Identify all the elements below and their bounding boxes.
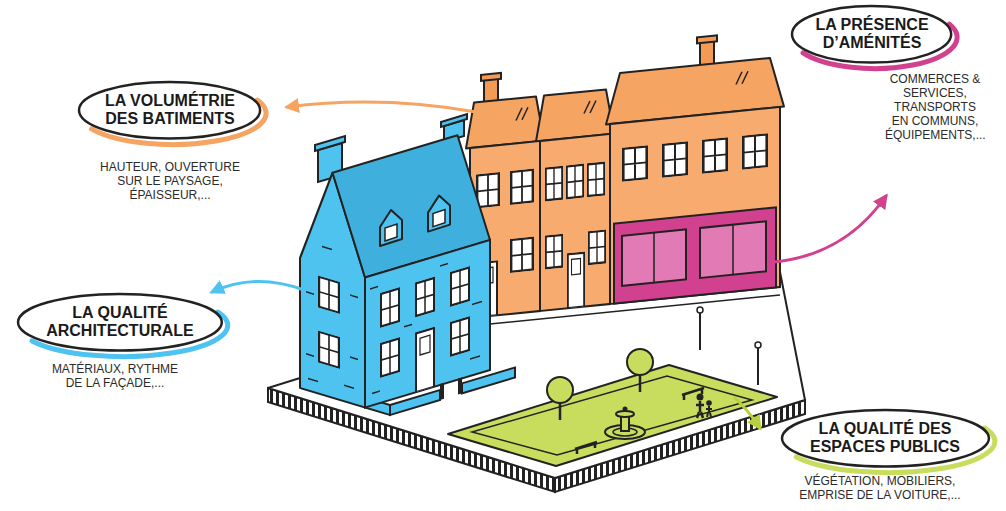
dormer-window (433, 210, 445, 227)
leader-arrow (774, 196, 886, 262)
gate-post (440, 383, 444, 400)
window (567, 165, 583, 198)
bench (682, 388, 704, 400)
fountain-bowl (616, 411, 634, 417)
child-body (706, 406, 712, 417)
window (623, 146, 646, 180)
callout-heading: LA PRÉSENCE D’AMÉNITÉS (804, 16, 939, 52)
tree-crown (627, 349, 653, 375)
callout-heading: LA QUALITÉ ARCHITECTURALE (35, 304, 205, 340)
callout-bubble: LA QUALITÉ ARCHITECTURALEMATÉRIAUX, RYTH… (16, 292, 224, 353)
callout-description: VÉGÉTATION, MOBILIERS, EMPRISE DE LA VOI… (783, 474, 978, 502)
shop-divider (654, 225, 733, 283)
chimney-cap (481, 73, 501, 81)
facade (610, 107, 780, 304)
house-front-wall (365, 233, 515, 423)
window (381, 288, 399, 326)
callout-description: MATÉRIAUX, RYTHME DE LA FAÇADE,... (50, 362, 180, 390)
callout-bubble: LA PRÉSENCE D’AMÉNITÉSCOMMERCES & SERVIC… (790, 4, 953, 65)
dormer (428, 196, 450, 232)
window (546, 167, 562, 200)
door (416, 328, 434, 392)
window (663, 142, 686, 176)
lamp-post (757, 348, 759, 385)
dormer-window (385, 224, 397, 241)
chimney-cap (697, 35, 717, 43)
callout-description: HAUTEUR, OUVERTURE SUR LE PAYSAGE, ÉPAIS… (98, 160, 243, 202)
roof (536, 89, 614, 142)
stone-marks (370, 253, 482, 394)
leader-arrow (735, 398, 760, 428)
lamp-post (699, 313, 701, 350)
terrace-houses (466, 29, 784, 319)
window (416, 278, 434, 316)
bench (575, 442, 597, 454)
person-head (697, 394, 704, 401)
sidewalk-edge (490, 295, 780, 324)
bubble-ellipse (782, 410, 989, 467)
callout-heading: LA VOLUMÉTRIE DES BATIMENTS (92, 92, 247, 128)
window (511, 238, 533, 272)
window (451, 267, 469, 305)
lamp (697, 307, 703, 313)
window (319, 332, 339, 368)
window (511, 170, 533, 204)
leader-arrow (212, 281, 304, 292)
stone-marks (306, 242, 358, 394)
tree-crown (547, 377, 573, 403)
window (546, 235, 562, 268)
window (703, 138, 726, 172)
fountain-top (623, 407, 628, 412)
bubble-ellipse (18, 294, 222, 351)
garden-wall (462, 368, 515, 394)
window (319, 277, 339, 313)
callout-bubble: LA VOLUMÉTRIE DES BATIMENTSHAUTEUR, OUVE… (77, 80, 262, 141)
facade (540, 134, 610, 311)
dormer (380, 210, 402, 246)
shop-front (614, 207, 776, 303)
callout-heading: LA QUALITÉ DES ESPACES PUBLICS (797, 420, 972, 456)
lamp (755, 342, 761, 348)
window (589, 231, 605, 264)
chimney-cap (315, 136, 345, 151)
leader-arrow (287, 102, 476, 112)
child-head (706, 400, 712, 406)
window (743, 134, 766, 168)
window (381, 338, 399, 376)
square-path (472, 376, 752, 455)
window (477, 173, 499, 207)
chimney-cap (441, 114, 467, 127)
bubble-ellipse (792, 6, 951, 63)
door (568, 253, 584, 309)
bubble-ellipse (79, 82, 260, 139)
roof (466, 96, 544, 149)
public-square (448, 365, 777, 466)
window (451, 317, 469, 355)
person-body (696, 401, 704, 418)
garden-wall (390, 390, 440, 415)
gate-post (458, 377, 462, 394)
callout-description: COMMERCES & SERVICES, TRANSPORTS EN COMM… (885, 72, 985, 142)
window (588, 163, 604, 196)
callout-bubble: LA QUALITÉ DES ESPACES PUBLICSVÉGÉTATION… (780, 408, 991, 469)
